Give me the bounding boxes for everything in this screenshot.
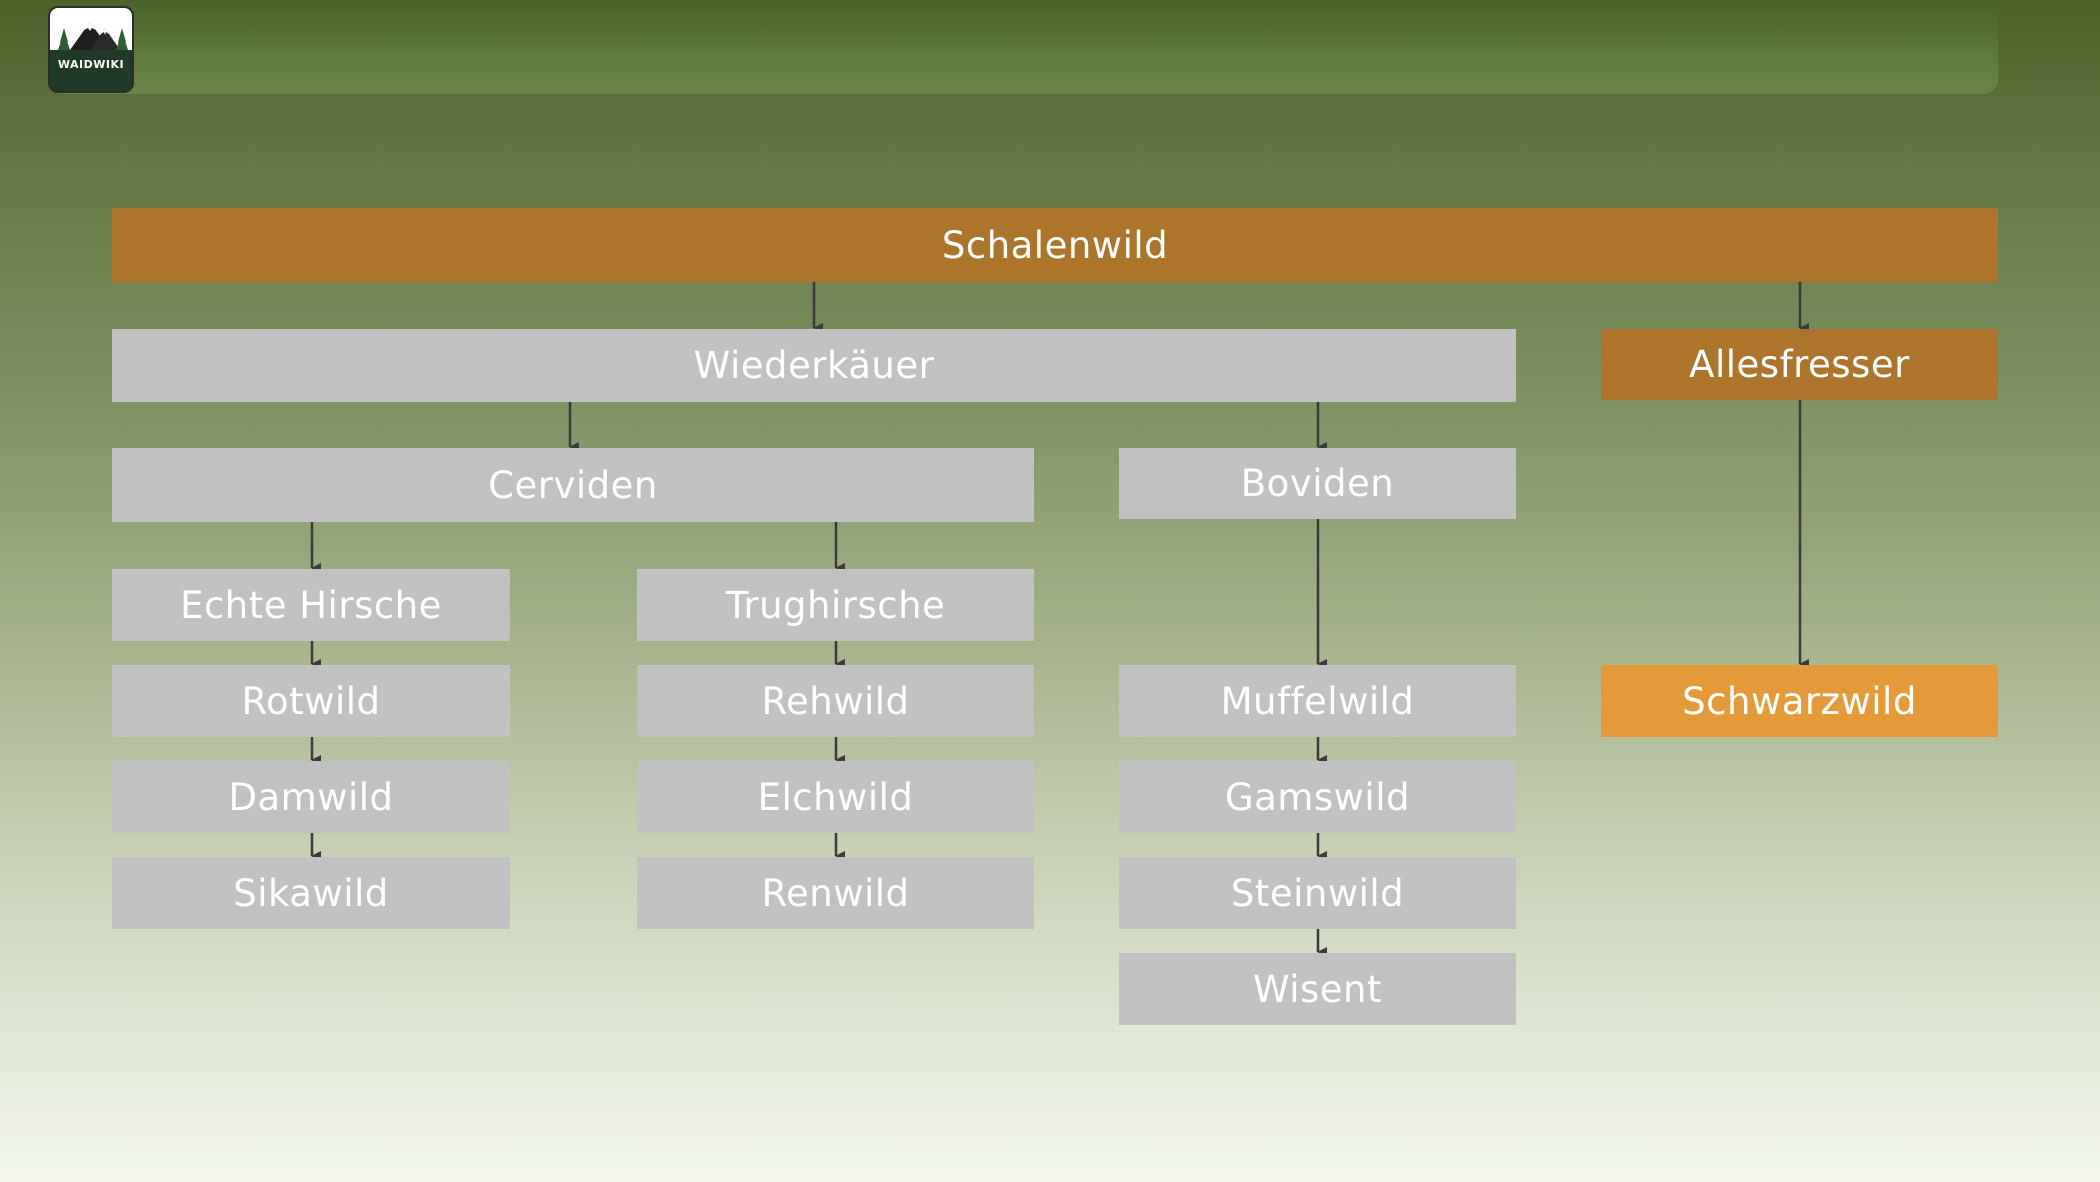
node-wiederkaeuer: Wiederkäuer (112, 329, 1516, 402)
node-cerviden: Cerviden (112, 448, 1034, 522)
node-echte-hirsche: Echte Hirsche (112, 569, 510, 641)
logo-text: WAIDWIKI (57, 58, 125, 71)
node-muffelwild: Muffelwild (1119, 665, 1516, 737)
node-elchwild: Elchwild (637, 761, 1034, 833)
node-boviden: Boviden (1119, 448, 1516, 519)
node-steinwild: Steinwild (1119, 857, 1516, 929)
node-gamswild: Gamswild (1119, 761, 1516, 833)
node-trughirsche: Trughirsche (637, 569, 1034, 641)
node-renwild: Renwild (637, 857, 1034, 929)
waidwiki-logo[interactable]: WAIDWIKI (48, 6, 134, 93)
node-rotwild: Rotwild (112, 665, 510, 737)
header-band (48, 0, 1998, 94)
node-wisent: Wisent (1119, 953, 1516, 1025)
node-damwild: Damwild (112, 761, 510, 833)
node-sikawild: Sikawild (112, 857, 510, 929)
node-schwarzwild: Schwarzwild (1601, 665, 1998, 737)
node-schalenwild: Schalenwild (112, 208, 1998, 282)
node-rehwild: Rehwild (637, 665, 1034, 737)
mountain-forest-icon (50, 22, 132, 58)
node-allesfresser: Allesfresser (1601, 329, 1998, 400)
